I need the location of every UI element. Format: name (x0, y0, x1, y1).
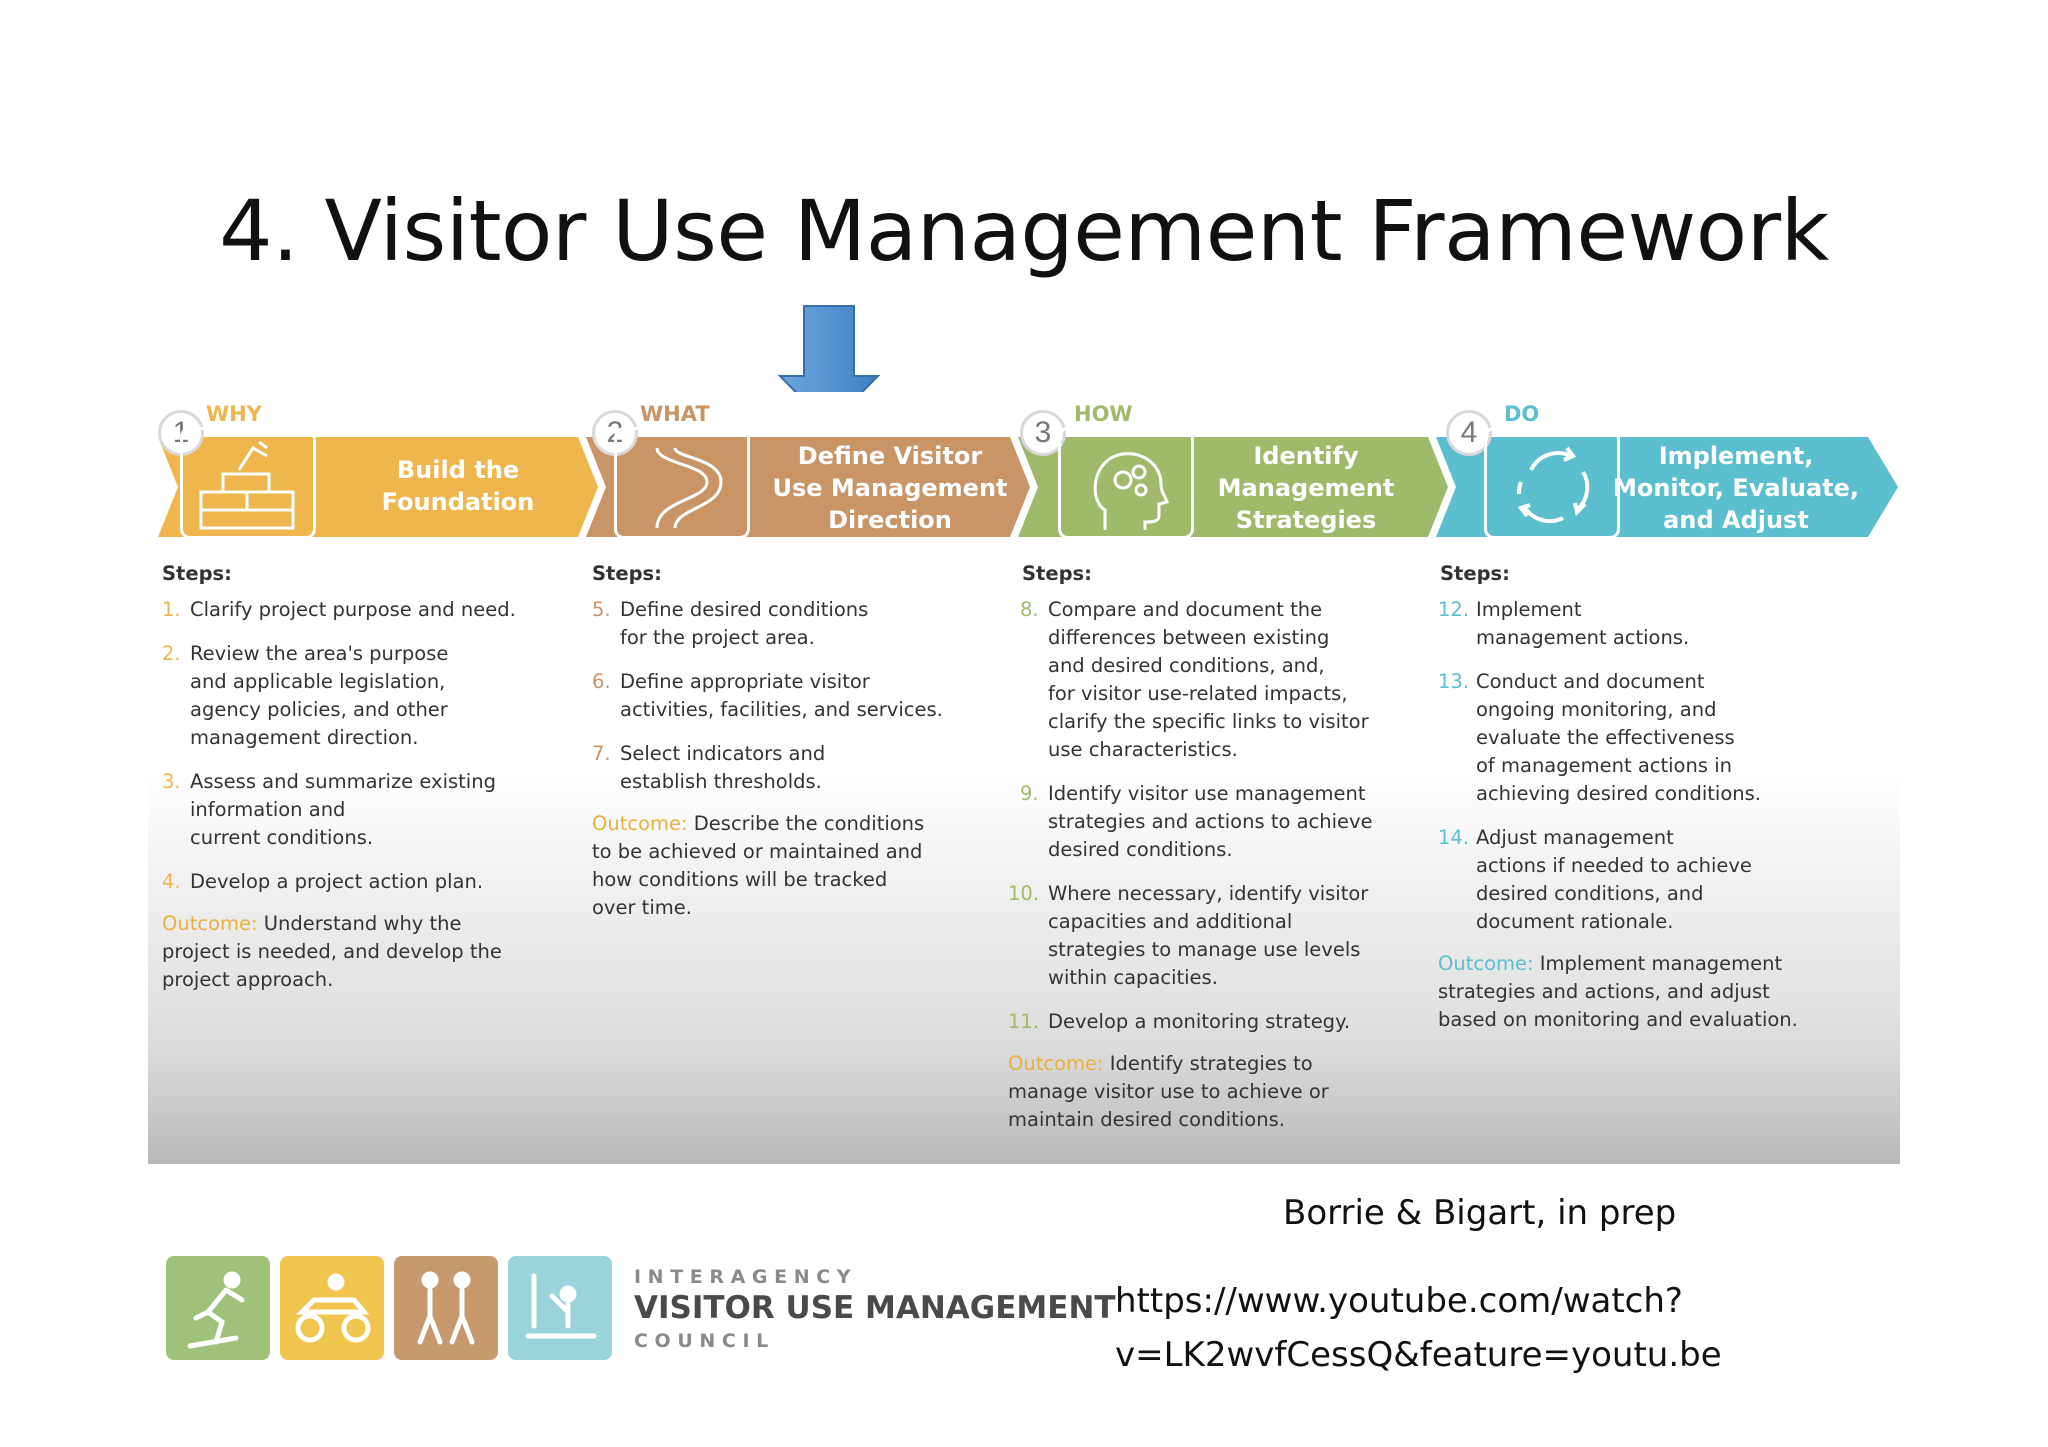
phase-1-banner (158, 437, 598, 537)
phase-3-banner (1018, 437, 1448, 537)
slide-title: 4. Visitor Use Management Framework (219, 182, 1829, 280)
brick-wall-icon (180, 427, 316, 539)
phase-4-tag: DO (1504, 402, 1540, 426)
logo-title: VISITOR USE MANAGEMENT (634, 1290, 1116, 1326)
phase-1-outcome: Outcome: Understand why the project is n… (162, 912, 502, 991)
winding-road-icon (614, 427, 750, 539)
phase-2-tag: WHAT (640, 402, 710, 426)
phase-4-title: Implement,Monitor, Evaluate,and Adjust (1612, 442, 1860, 534)
phase-2-outcome: Outcome: Describe the conditions to be a… (592, 812, 925, 919)
citation: Borrie & Bigart, in prep (1283, 1193, 1677, 1233)
steps-header: Steps: (1440, 562, 1510, 585)
atv-icon (280, 1256, 384, 1360)
skier-icon (166, 1256, 270, 1360)
head-gears-icon (1058, 427, 1194, 539)
steps-header: Steps: (1022, 562, 1092, 585)
phase-2-banner (586, 437, 1030, 537)
video-link[interactable]: https://www.youtube.com/watch? v=LK2wvfC… (1115, 1281, 1722, 1375)
phase-4-outcome: Outcome: Implement management strategies… (1438, 952, 1798, 1031)
angler-icon (508, 1256, 612, 1360)
steps-header: Steps: (592, 562, 662, 585)
phase-4-banner (1436, 437, 1898, 537)
phase-1-tag: WHY (206, 402, 262, 426)
phase-3-tag: HOW (1074, 402, 1133, 426)
logo-interagency: I N T E R A G E N C Y (634, 1266, 851, 1288)
step-11: 11.Develop a monitoring strategy. (1008, 1010, 1351, 1033)
cycle-arrows-icon (1484, 427, 1620, 539)
hikers-icon (394, 1256, 498, 1360)
step-4: 4.Develop a project action plan. (162, 870, 484, 893)
phase-1-steps: Steps: 1.Clarify project purpose and nee… (162, 560, 582, 994)
logo-council: C O U N C I L (634, 1330, 769, 1352)
phase-banner-bar (158, 437, 1898, 537)
phase-3-outcome: Outcome: Identify strategies to manage v… (1008, 1052, 1329, 1131)
steps-header: Steps: (162, 562, 232, 585)
step-1: 1.Clarify project purpose and need. (162, 598, 516, 621)
